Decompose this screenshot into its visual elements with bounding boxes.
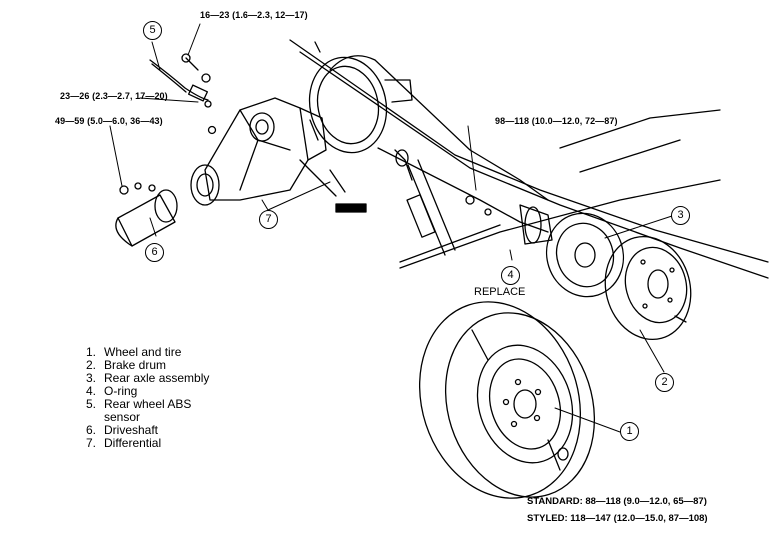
legend-text: Brake drum xyxy=(104,358,167,372)
legend-text: Differential xyxy=(104,436,162,450)
differential-carrier xyxy=(190,97,327,206)
legend-item: 5. Rear wheel ABS sensor xyxy=(86,398,244,424)
abs-sensor xyxy=(149,53,217,135)
wheel-nut-spec-standard: STANDARD: 88—118 (9.0—12.0, 65—87) xyxy=(527,496,707,507)
callout-2: 2 xyxy=(655,373,674,392)
legend-item: 3. Rear axle assembly xyxy=(86,372,244,385)
legend-text: O-ring xyxy=(104,384,138,398)
legend-number: 6. xyxy=(86,423,97,437)
sealant-tube xyxy=(299,159,367,213)
legend-number: 4. xyxy=(86,384,97,398)
legend-item: 6. Driveshaft xyxy=(86,424,244,437)
frame-outline xyxy=(289,39,769,279)
legend-item: 1. Wheel and tire xyxy=(86,346,244,359)
legend-text: Driveshaft xyxy=(104,423,159,437)
callout-3: 3 xyxy=(671,206,690,225)
legend-number: 2. xyxy=(86,358,97,372)
parts-legend: 1. Wheel and tire 2. Brake drum 3. Rear axl… xyxy=(86,346,244,450)
backing-plate-assembly xyxy=(465,195,625,298)
legend-item: 7. Differential xyxy=(86,437,244,450)
driveshaft xyxy=(115,182,178,247)
brake-drum xyxy=(604,235,692,341)
callout-5: 5 xyxy=(143,21,162,40)
callout-1: 1 xyxy=(620,422,639,441)
legend-item: 4. O-ring xyxy=(86,385,244,398)
wheel-and-tire xyxy=(418,301,596,499)
callout-7: 7 xyxy=(259,210,278,229)
replace-note: REPLACE xyxy=(474,286,526,298)
legend-number: 7. xyxy=(86,436,97,450)
leader-lines xyxy=(109,23,673,433)
legend-text: Rear axle assembly xyxy=(104,371,210,385)
legend-number: 1. xyxy=(86,345,97,359)
callout-4: 4 xyxy=(501,266,520,285)
torque-backing-plate-nuts: 98—118 (10.0—12.0, 72—87) xyxy=(495,116,618,126)
torque-differential-cover: 23—26 (2.3—2.7, 17—20) xyxy=(60,91,168,101)
legend-text: Wheel and tire xyxy=(104,345,182,359)
legend-text: Rear wheel ABS sensor xyxy=(104,397,192,424)
callout-6: 6 xyxy=(145,243,164,262)
torque-abs-sensor-bolt: 16—23 (1.6—2.3, 12—17) xyxy=(200,10,308,20)
shock-absorber xyxy=(406,159,456,256)
wheel-nut-spec-styled: STYLED: 118—147 (12.0—15.0, 87—108) xyxy=(527,513,708,524)
legend-number: 3. xyxy=(86,371,97,385)
torque-driveshaft-nuts: 49—59 (5.0—6.0, 36—43) xyxy=(55,116,163,126)
legend-number: 5. xyxy=(86,397,97,411)
legend-item: 2. Brake drum xyxy=(86,359,244,372)
